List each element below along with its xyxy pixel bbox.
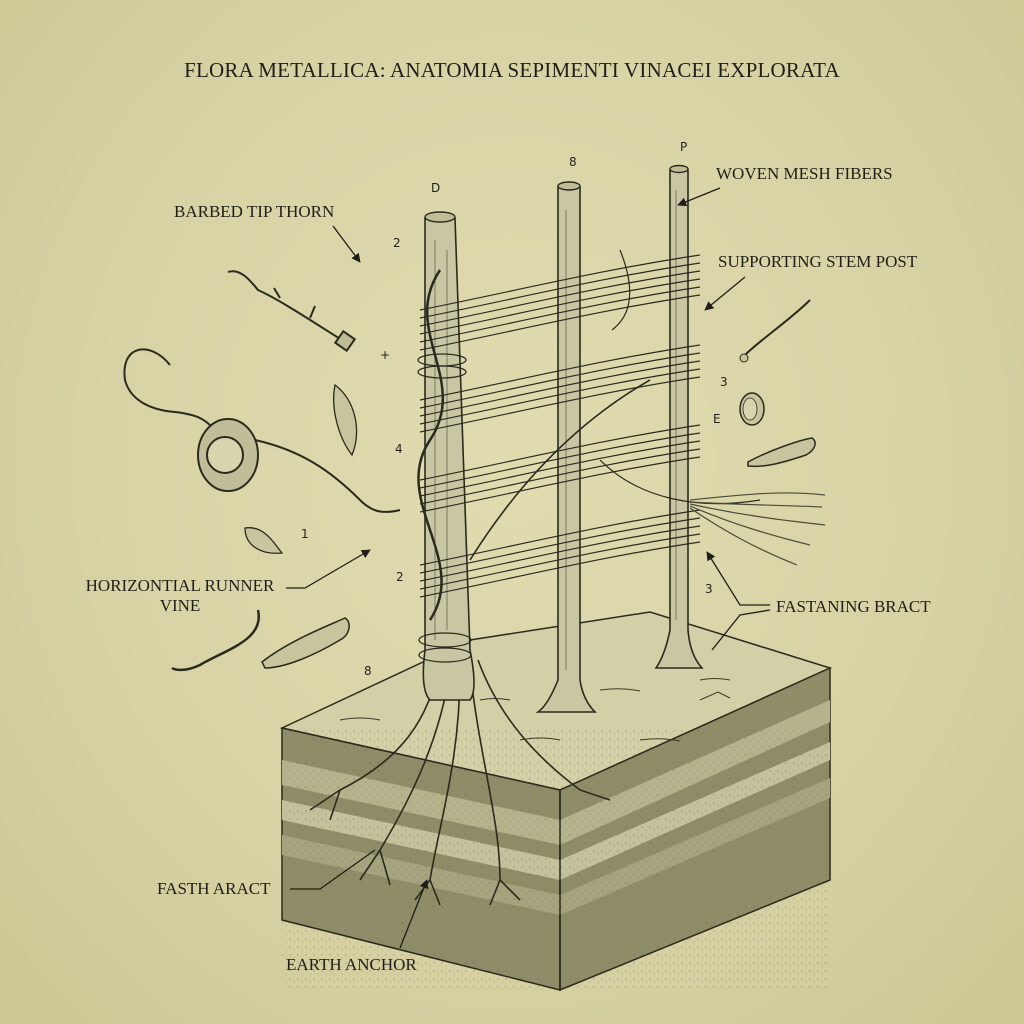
label-barbed-tip-thorn: BARBED TIP THORN [174, 202, 335, 221]
label-earth-anchor: EARTH ANCHOR [286, 955, 417, 974]
leaf-specimen [244, 383, 358, 554]
hook-tendril-specimen [123, 348, 401, 513]
marker-3-right-low: 3 [705, 582, 713, 596]
marker-plus: + [380, 348, 391, 362]
plate-title: FLORA METALLICA: ANATOMIA SEPIMENTI VINA… [184, 58, 840, 82]
seed-pod-specimen [261, 437, 816, 669]
label-woven-mesh-fibers: WOVEN MESH FIBERS [716, 164, 893, 183]
label-fasth-aract: FASTH ARACT [157, 879, 271, 898]
marker-2-top: 2 [393, 236, 401, 250]
stem-post-right [654, 164, 704, 669]
marker-1: 1 [301, 527, 309, 541]
marker-4: 4 [395, 442, 403, 456]
marker-e-right: E [713, 412, 721, 426]
barbed-thorn-specimen [227, 270, 357, 353]
label-line: VINE [159, 596, 201, 615]
marker-2-low: 2 [396, 570, 404, 584]
label-fastaning-bract: FASTANING BRACT [776, 597, 931, 616]
marker-post-right: P [680, 140, 688, 154]
label-supporting-stem-post: SUPPORTING STEM POST [718, 252, 918, 271]
soil-block [279, 611, 833, 992]
marker-post-middle: 8 [569, 155, 577, 169]
woven-mesh-bands [417, 249, 761, 663]
callout-arrows [286, 187, 771, 949]
label-line: HORIZONTIAL RUNNER [85, 576, 275, 595]
runner-vine-fragment [171, 609, 261, 672]
fanning-fibers [689, 492, 826, 566]
marker-3-right-top: 3 [720, 375, 728, 389]
marker-8-low: 8 [364, 664, 372, 678]
marker-post-left: D [431, 181, 441, 195]
label-horizontal-runner-vine: HORIZONTIAL RUNNER VINE [76, 576, 284, 616]
cross-section-disc [739, 299, 811, 426]
